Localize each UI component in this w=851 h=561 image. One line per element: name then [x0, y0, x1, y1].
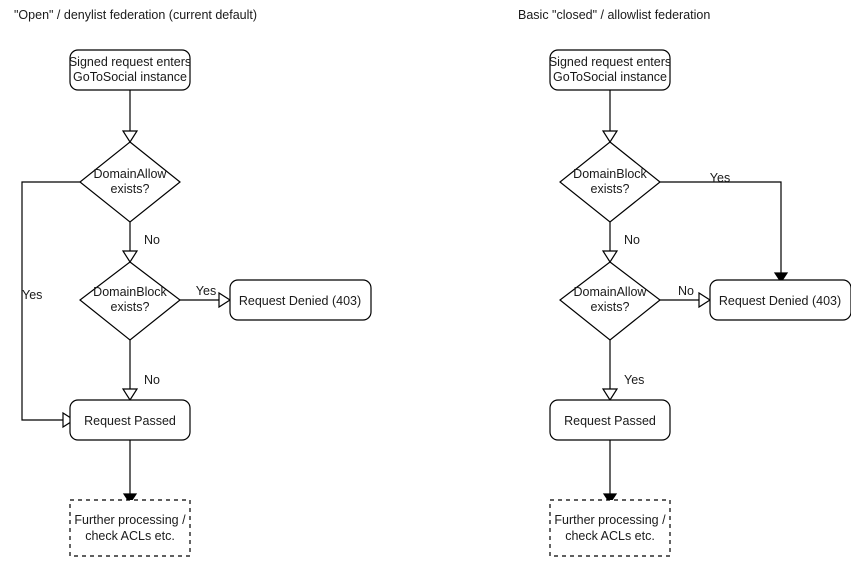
arrowhead-open-icon	[121, 250, 139, 264]
node-request-denied-right[interactable]	[709, 279, 851, 321]
node-request-denied-left[interactable]	[229, 279, 372, 321]
node-entry-left-line1: Signed request enters	[69, 55, 191, 69]
arrowhead-filled-icon	[122, 493, 138, 505]
edge-label-domainallow-yes-left: Yes	[22, 288, 42, 302]
edge-label-domainblock-no-left: No	[144, 373, 160, 387]
arrowhead-open-icon	[601, 388, 619, 402]
arrowhead-open-icon	[121, 388, 139, 402]
arrowhead-filled-icon	[773, 272, 789, 284]
node-request-passed-right-label: Request Passed	[564, 414, 656, 428]
node-decision-domainallow-right-line1: DomainAllow	[574, 285, 648, 299]
node-decision-domainblock-left-line2: exists?	[111, 300, 150, 314]
node-entry-right-line2: GoToSocial instance	[553, 70, 667, 84]
column-title-closed-allowlist: Basic "closed" / allowlist federation	[518, 8, 710, 22]
node-further-processing-left-line1: Further processing /	[74, 513, 186, 527]
node-decision-domainblock-right-line1: DomainBlock	[573, 167, 647, 181]
node-decision-domainallow-left-line2: exists?	[111, 182, 150, 196]
edge-label-domainblock-yes-right: Yes	[710, 171, 730, 185]
arrowhead-open-icon	[218, 291, 232, 309]
node-decision-domainallow-left-line1: DomainAllow	[94, 167, 168, 181]
edge-label-domainallow-no-right: No	[678, 284, 694, 298]
edge-domainblock-yes-right	[660, 181, 782, 273]
node-entry-left-line2: GoToSocial instance	[73, 70, 187, 84]
column-open-denylist: "Open" / denylist federation (current de…	[14, 8, 372, 557]
column-title-open-denylist: "Open" / denylist federation (current de…	[14, 8, 257, 22]
node-decision-domainblock-left-line1: DomainBlock	[93, 285, 167, 299]
node-further-processing-right-line1: Further processing /	[554, 513, 666, 527]
arrowhead-open-icon	[601, 250, 619, 264]
node-further-processing-right-line2: check ACLs etc.	[565, 529, 655, 543]
node-decision-domainblock-right-line2: exists?	[591, 182, 630, 196]
edge-label-domainblock-no-right: No	[624, 233, 640, 247]
edge-label-domainblock-yes-left: Yes	[196, 284, 216, 298]
node-decision-domainallow-right-line2: exists?	[591, 300, 630, 314]
node-further-processing-left-line2: check ACLs etc.	[85, 529, 175, 543]
node-further-processing-left[interactable]	[69, 499, 191, 557]
node-request-denied-right-label: Request Denied (403)	[719, 294, 841, 308]
edge-label-domainallow-yes-right: Yes	[624, 373, 644, 387]
arrowhead-open-icon	[62, 411, 76, 429]
edge-label-domainallow-no-left: No	[144, 233, 160, 247]
edge-domainallow-yes-left	[21, 181, 80, 421]
arrowhead-open-icon	[601, 130, 619, 144]
node-entry-right-line1: Signed request enters	[549, 55, 671, 69]
node-request-denied-left-label: Request Denied (403)	[239, 294, 361, 308]
arrowhead-filled-icon	[602, 493, 618, 505]
column-closed-allowlist: Basic "closed" / allowlist federation Si…	[518, 8, 851, 557]
arrowhead-open-icon	[698, 291, 712, 309]
node-further-processing-right[interactable]	[549, 499, 671, 557]
node-request-passed-left-label: Request Passed	[84, 414, 176, 428]
arrowhead-open-icon	[121, 130, 139, 144]
